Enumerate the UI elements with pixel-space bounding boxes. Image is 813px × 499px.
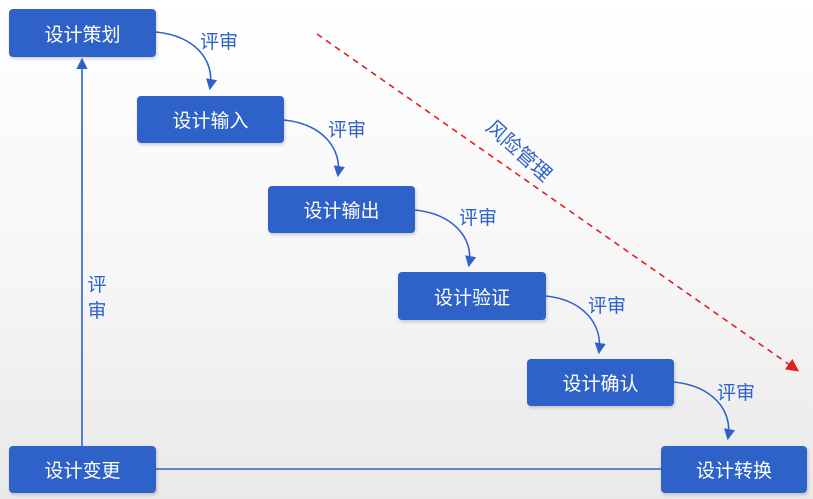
review-label-4: 评审 [588, 295, 627, 317]
node-design-transfer: 设计转换 [661, 446, 807, 493]
review-arrow-5 [673, 381, 736, 441]
node-label: 设计确认 [562, 373, 639, 395]
node-design-confirm: 设计确认 [527, 359, 674, 406]
review-label-vertical: 评审 [87, 274, 107, 322]
node-label: 设计策划 [44, 23, 121, 46]
review-arrow-2 [283, 119, 345, 178]
review-arrow-3 [414, 209, 477, 268]
node-design-input: 设计输入 [137, 96, 284, 143]
node-design-verify: 设计验证 [398, 272, 546, 320]
review-label-5: 评审 [717, 382, 756, 404]
review-label-1: 评审 [200, 31, 239, 53]
review-label-3: 评审 [459, 207, 498, 229]
node-label: 设计验证 [433, 286, 510, 309]
review-label-2: 评审 [328, 119, 367, 141]
risk-arrow [316, 33, 800, 372]
node-label: 设计转换 [695, 460, 772, 482]
node-design-output: 设计输出 [268, 186, 415, 233]
node-label: 设计输出 [303, 200, 380, 222]
review-arrow-1 [155, 31, 218, 91]
node-label: 设计变更 [44, 460, 121, 482]
node-design-change: 设计变更 [9, 446, 156, 493]
node-design-plan: 设计策划 [9, 9, 156, 57]
node-label: 设计输入 [172, 110, 249, 132]
review-arrow-4 [545, 295, 606, 355]
